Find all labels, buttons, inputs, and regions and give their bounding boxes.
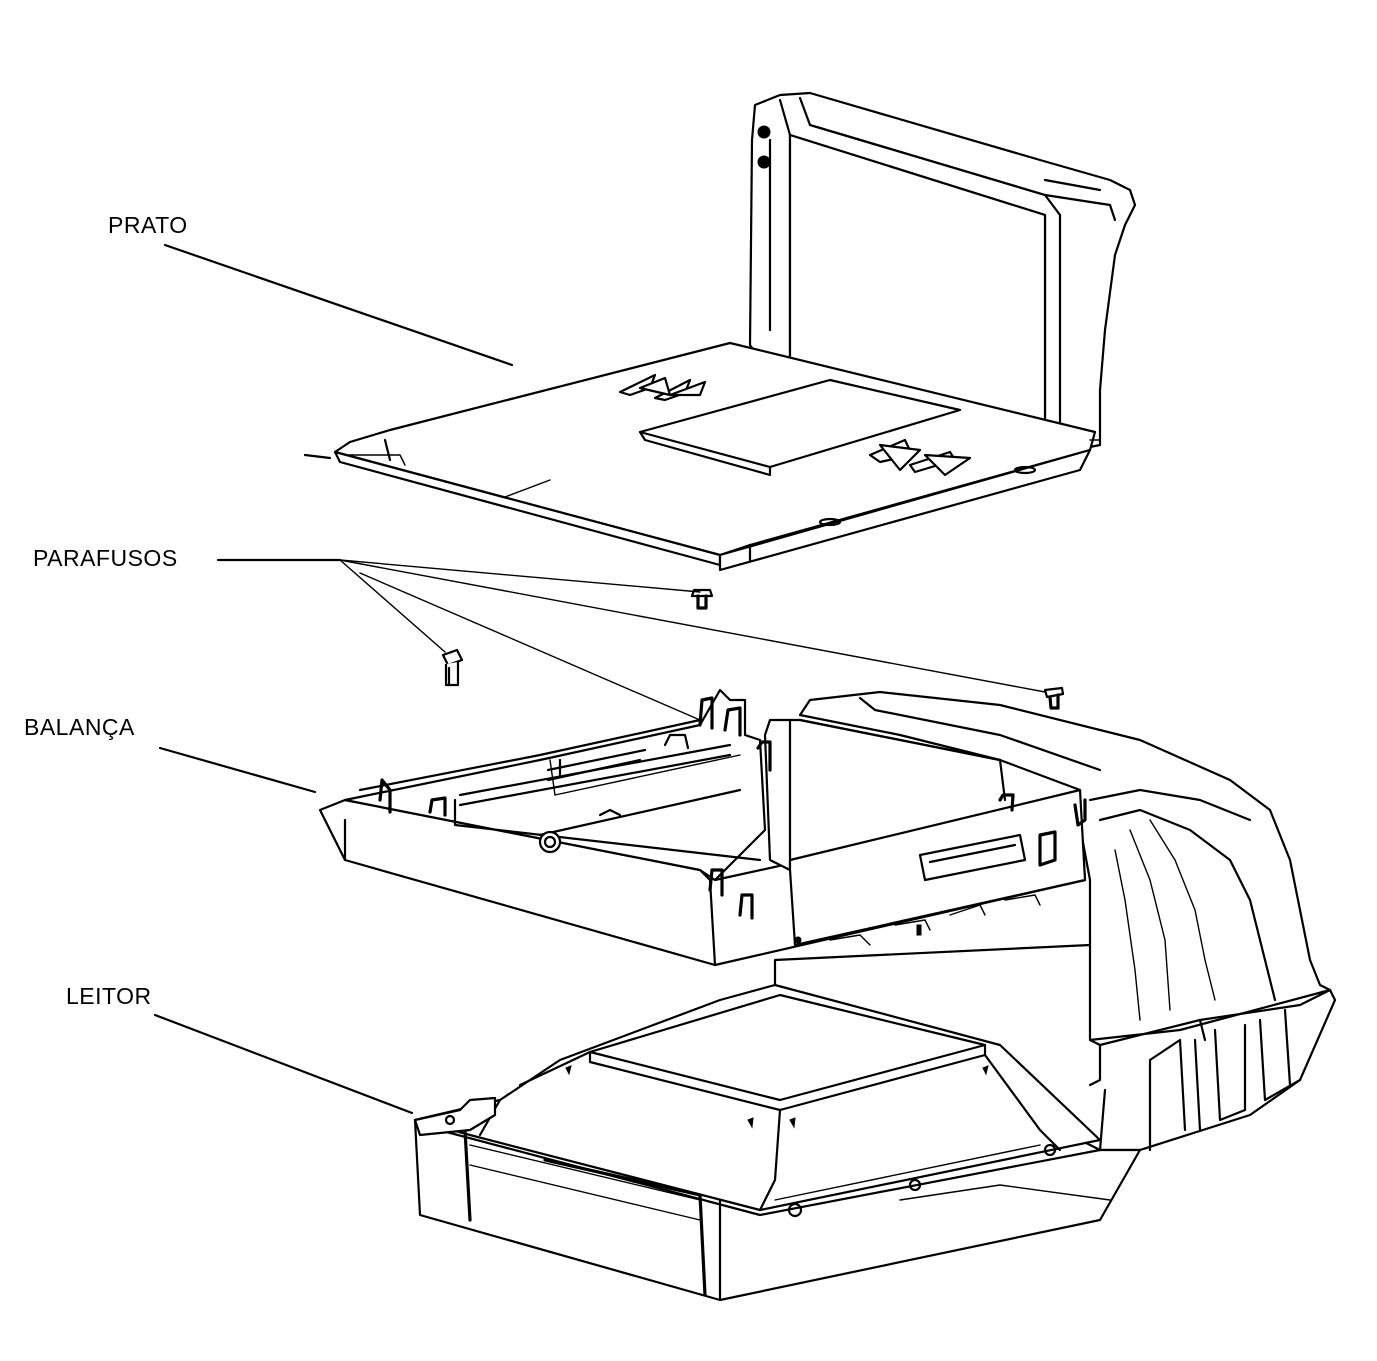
screw-2: [441, 648, 464, 687]
leader-leitor: [153, 1013, 414, 1115]
leader-lines: [153, 243, 1046, 1115]
screw-3: [1043, 686, 1065, 710]
leader-prato-2: [303, 453, 332, 460]
screw-1: [690, 588, 714, 610]
label-balanca: BALANÇA: [24, 714, 135, 740]
label-leitor: LEITOR: [66, 983, 152, 1009]
label-prato: PRATO: [108, 212, 188, 238]
balanca-scale-frame: [318, 688, 1087, 967]
leader-prato: [163, 243, 514, 367]
parafusos-screws: [441, 588, 1065, 710]
prato-platter: [333, 91, 1137, 572]
label-parafusos: PARAFUSOS: [33, 545, 178, 571]
leader-balanca: [158, 746, 317, 794]
